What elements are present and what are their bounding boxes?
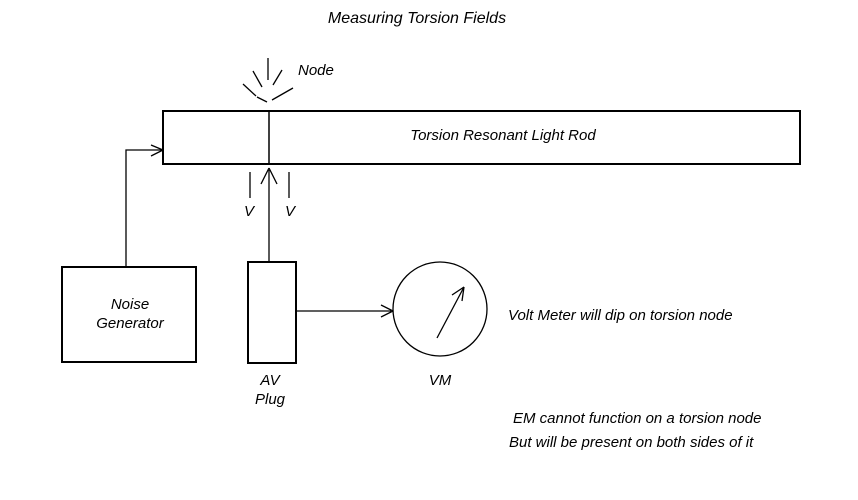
node-burst-icon <box>242 58 294 103</box>
em-note-line2: But will be present on both sides of it <box>509 434 754 451</box>
rod-label: Torsion Resonant Light Rod <box>410 127 596 144</box>
av-plug-label-line2: Plug <box>254 391 286 408</box>
noise-generator-box <box>61 266 197 363</box>
av-plug-label: AV Plug <box>255 371 285 409</box>
noise-generator-label-line2: Generator <box>96 315 164 332</box>
noise-generator-label: Noise Generator <box>96 295 164 333</box>
volt-meter-dial <box>392 261 488 357</box>
arrowhead-into-volt-meter <box>380 304 394 318</box>
v-label-right: V <box>284 203 296 220</box>
em-note-line1: EM cannot function on a torsion node <box>513 410 762 427</box>
page-title: Measuring Torsion Fields <box>327 10 507 27</box>
noise-generator-label-line1: Noise <box>110 296 150 313</box>
volt-meter-needle <box>436 286 465 339</box>
av-plug-box <box>247 261 297 364</box>
volt-meter-note: Volt Meter will dip on torsion node <box>508 307 733 324</box>
v-label-left: V <box>243 203 255 220</box>
noise-generator-wire <box>125 149 163 267</box>
torsion-rod-box <box>162 110 801 165</box>
arrowhead-up-into-rod <box>260 167 278 185</box>
volt-meter-label: VM <box>428 372 452 389</box>
arrowhead-into-rod <box>150 144 164 157</box>
node-label: Node <box>298 62 334 79</box>
av-plug-label-line1: AV <box>260 372 280 389</box>
